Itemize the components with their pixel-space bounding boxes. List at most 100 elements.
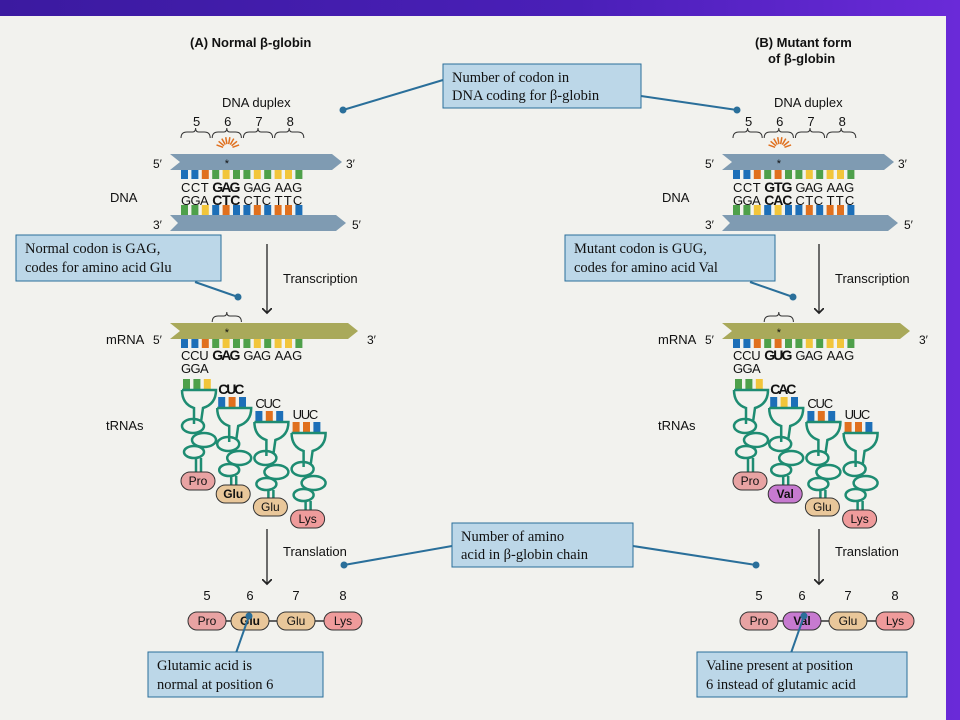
chain-position-number: 6 — [798, 588, 805, 603]
trna-anticodon: CUC — [807, 396, 833, 411]
chain-amino-acid-pill — [828, 611, 868, 631]
callout-codon-number: Number of codon in DNA coding for β-glob… — [339, 63, 741, 114]
trna-molecule: Pro — [180, 379, 218, 491]
mutation-burst-ray — [231, 140, 238, 147]
codon-brace — [274, 127, 305, 139]
callout-mutant-codon-line1: Mutant codon is GUG, — [574, 241, 707, 257]
trna-body — [254, 420, 290, 455]
translation-label: Translation — [835, 544, 899, 559]
mrna-codon: AAG — [275, 348, 303, 363]
sickle-cell-diagram: (A) Normal β-globin (B) Mutant form of β… — [15, 35, 929, 698]
chain-amino-acid-label: Lys — [334, 614, 352, 628]
base-pair-tick — [222, 170, 230, 179]
mrna-base-tick — [212, 339, 220, 348]
trna-body — [806, 420, 842, 455]
amino-acid-label: Glu — [223, 487, 243, 501]
base-pair-tick — [264, 170, 272, 179]
trna-anticodon-base — [791, 397, 798, 408]
dna-bottom-3prime: 3′ — [153, 218, 163, 232]
mrna-base-tick — [795, 339, 803, 348]
trna-anticodon-base — [276, 411, 284, 422]
mrna-5prime: 5′ — [153, 333, 163, 347]
mrna-base-tick — [753, 339, 761, 348]
base-pair-tick — [243, 205, 251, 215]
base-pair-tick — [243, 170, 251, 179]
trna-body — [767, 407, 783, 442]
mutation-burst-ray — [783, 140, 790, 147]
mutation-burst-ray — [770, 140, 777, 147]
mutation-burst-ray — [224, 137, 228, 145]
trna-loop — [182, 444, 206, 460]
trna-loop — [742, 431, 770, 449]
trna-body — [253, 421, 268, 456]
base-pair-tick — [743, 170, 751, 179]
trna-anticodon: UUC — [845, 407, 871, 422]
trna-loop — [734, 444, 758, 460]
base-pair-tick — [212, 170, 220, 179]
trna-loop — [255, 476, 278, 492]
trna-body — [291, 431, 327, 466]
trna-anticodon-base — [292, 422, 300, 433]
trna-anticodon: CUC — [218, 381, 244, 397]
codon-number: 5 — [745, 114, 752, 129]
translation-label: Translation — [283, 544, 347, 559]
transcription-label: Transcription — [835, 271, 910, 286]
codon-brace — [242, 127, 274, 139]
base-pair-tick — [816, 170, 824, 179]
base-pair-tick — [785, 205, 792, 215]
trna-anticodon-base — [828, 411, 836, 422]
base-pair-tick — [774, 205, 782, 215]
trna-molecule: Pro — [732, 379, 770, 491]
mutation-burst-ray — [784, 144, 792, 148]
trna-loop — [180, 417, 206, 435]
trna-loop — [263, 463, 290, 481]
chain-amino-acid-pill — [739, 611, 779, 631]
callout-glutamic-line2: normal at position 6 — [157, 677, 273, 693]
amino-acid-pill — [732, 471, 768, 491]
base-pair-tick — [233, 170, 240, 179]
base-pair-tick — [285, 170, 292, 179]
trna-anticodon-base — [865, 422, 873, 433]
mrna-3prime: 3′ — [919, 333, 929, 347]
callout-amino-number-line1: Number of amino — [461, 529, 564, 545]
trna-body — [180, 389, 196, 424]
mrna-codon: GAG — [212, 347, 240, 363]
mutation-star: * — [225, 158, 230, 170]
codon-number: 6 — [224, 114, 231, 129]
first-anticodon: GGA — [733, 361, 761, 376]
chain-amino-acid-label: Pro — [750, 614, 769, 628]
trna-anticodon-base — [255, 411, 263, 422]
mrna-base-tick — [826, 339, 834, 348]
chain-amino-acid-pill — [875, 611, 915, 631]
dna-bottom-codon: CTC — [212, 192, 240, 208]
base-pair-tick — [805, 205, 813, 215]
mutation-star: * — [777, 158, 782, 170]
codon-number: 5 — [193, 114, 200, 129]
base-pair-tick — [733, 205, 740, 215]
mrna-codon-brace — [763, 311, 794, 323]
mrna-base-tick — [285, 339, 292, 348]
chain-position-number: 8 — [339, 588, 346, 603]
base-pair-tick — [253, 170, 261, 179]
base-pair-tick — [201, 170, 209, 179]
dna-top-codon: AAG — [827, 180, 855, 195]
dna-duplex-label: DNA duplex — [774, 95, 843, 110]
trna-anticodon-base — [193, 379, 201, 390]
amino-acid-label: Glu — [261, 500, 280, 514]
trna-body — [842, 432, 857, 467]
trna-loop — [852, 474, 879, 492]
trna-molecule: CUC Glu — [215, 381, 253, 504]
trna-loop — [769, 462, 793, 478]
base-pair-tick — [753, 170, 761, 179]
mutation-burst-ray — [232, 144, 240, 148]
trna-anticodon-base — [313, 422, 321, 433]
trna-anticodon: CAC — [770, 381, 796, 397]
base-pair-tick — [774, 170, 782, 179]
amino-acid-pill — [842, 509, 878, 529]
dna-bottom-codon: CTC — [243, 193, 271, 208]
mutation-burst-ray — [773, 138, 778, 146]
base-pair-tick — [785, 170, 792, 179]
